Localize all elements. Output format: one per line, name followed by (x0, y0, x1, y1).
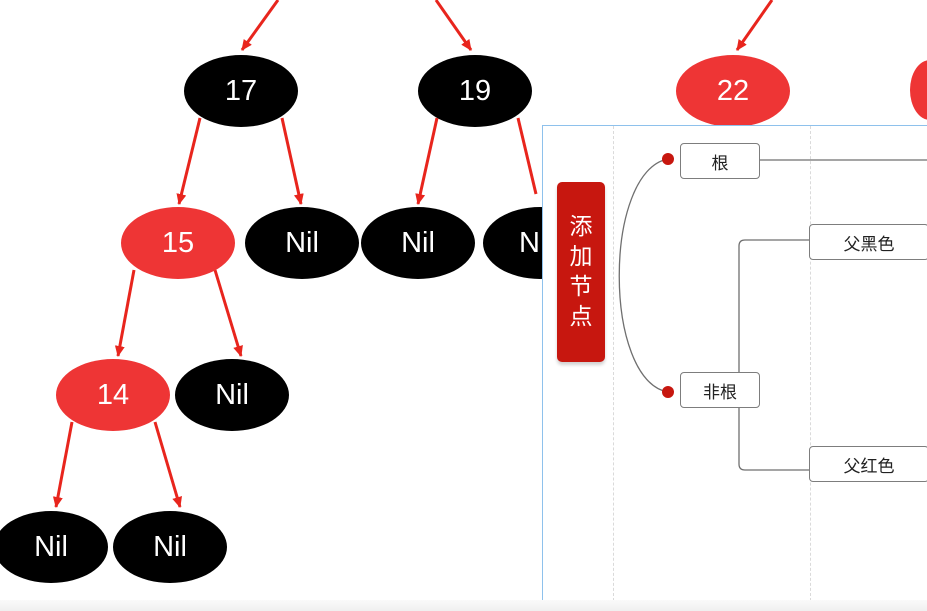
tree-node-22: 22 (676, 55, 790, 127)
tree-node-14: 14 (56, 359, 170, 431)
tree-node-nil: Nil (113, 511, 227, 583)
mindmap-branch-nonroot[interactable]: 非根 (680, 372, 760, 408)
branch-dot (662, 153, 674, 165)
tree-node-nil: Nil (361, 207, 475, 279)
tree-node-nil: Nil (0, 511, 108, 583)
connector-root-to-branches (618, 158, 669, 393)
mindmap-branch-root[interactable]: 根 (680, 143, 760, 179)
branch-dot (662, 386, 674, 398)
tree-node-17: 17 (184, 55, 298, 127)
tree-node-19: 19 (418, 55, 532, 127)
connector-nonroot-to-leaves (738, 239, 809, 471)
edge-top-to-19 (434, 0, 473, 51)
partial-node-right (910, 60, 927, 120)
edge-15-to-nil (213, 269, 243, 357)
bottom-strip (0, 600, 927, 611)
edge-14-to-nil-b (153, 421, 182, 508)
mindmap-leaf-parent-black[interactable]: 父黑色 (809, 224, 927, 260)
guide-line (613, 126, 614, 604)
edge-15-to-14 (114, 269, 136, 357)
tree-node-15: 15 (121, 207, 235, 279)
edge-14-to-nil-a (52, 421, 74, 508)
mindmap-root-add-node[interactable]: 添加节点 (557, 182, 605, 362)
edge-17-to-nil (280, 117, 304, 205)
mindmap-connectors (618, 153, 927, 471)
edge-19-to-nil-b (516, 117, 538, 195)
edge-top-to-22 (735, 0, 774, 51)
guide-line (810, 126, 811, 604)
mindmap-leaf-parent-red[interactable]: 父红色 (809, 446, 927, 482)
mindmap-root-label: 添加节点 (569, 214, 593, 330)
tree-node-nil: Nil (245, 207, 359, 279)
edge-17-to-15 (176, 117, 202, 205)
edge-19-to-nil-a (415, 117, 439, 205)
tree-node-nil: Nil (175, 359, 289, 431)
mindmap-panel[interactable]: 添加节点 根 非根 父黑色 父红色 (542, 125, 927, 605)
edge-top-to-17 (240, 0, 280, 51)
